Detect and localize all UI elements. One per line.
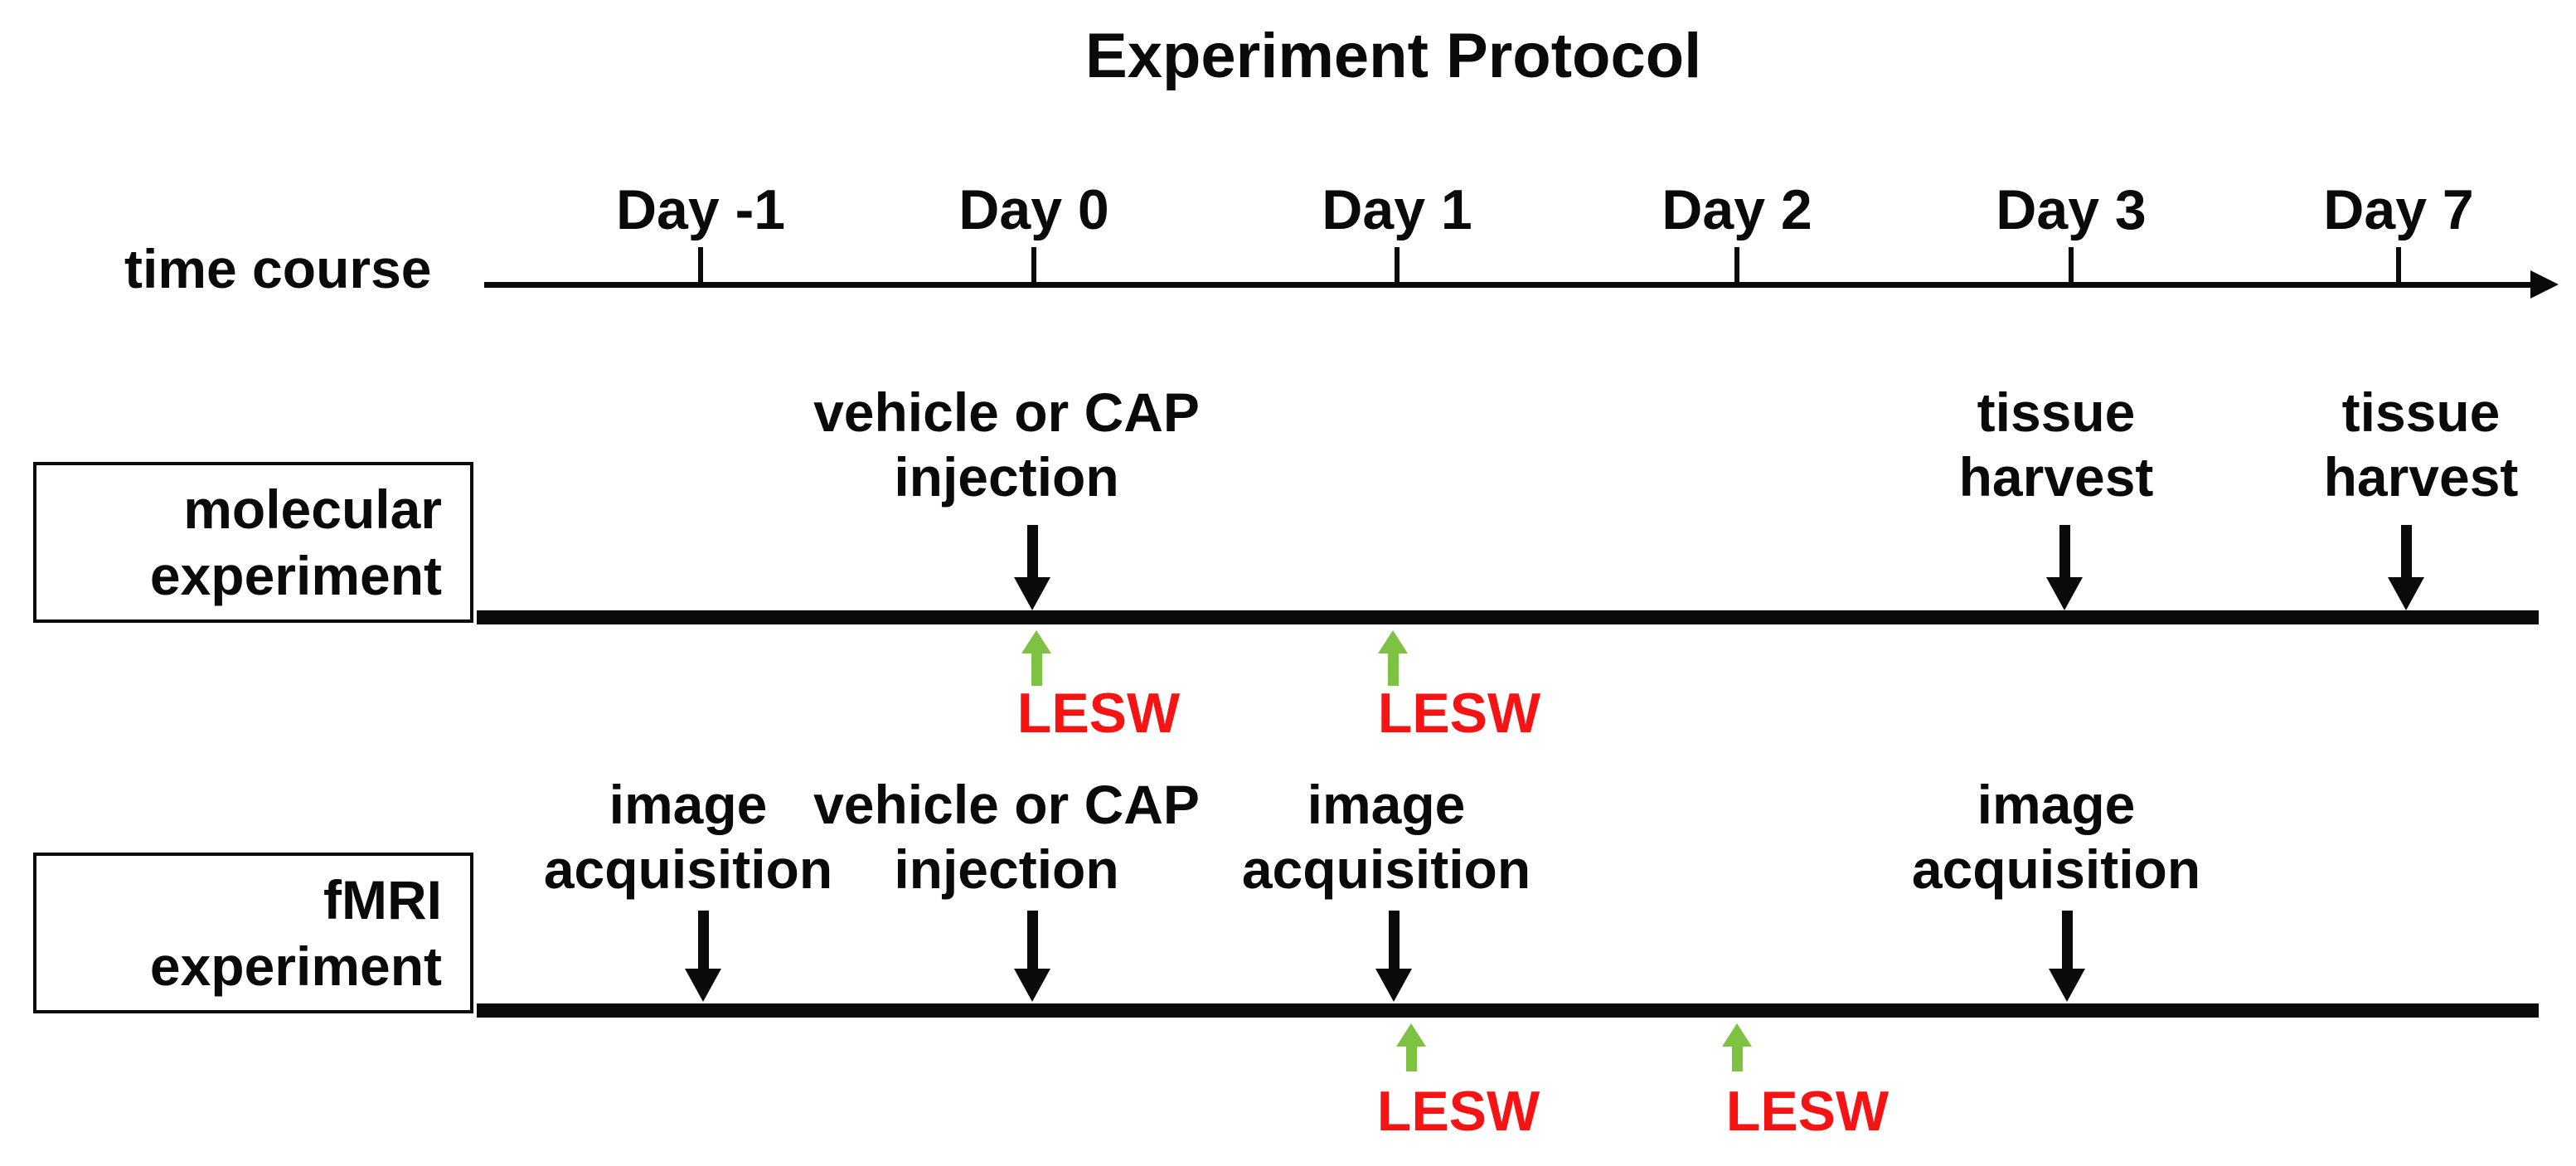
timeline-axis <box>484 282 2535 288</box>
annotation-vehicle-cap-injection-fmri: vehicle or CAP injection <box>813 774 1200 900</box>
molecular-timeline <box>477 610 2539 624</box>
day-label-2: Day 2 <box>1662 178 1812 241</box>
axis-arrowhead-icon <box>2530 270 2559 299</box>
fmri-timeline <box>477 1003 2539 1018</box>
lesw-label: LESW <box>1376 1080 1540 1143</box>
down-arrow-icon <box>2388 525 2424 610</box>
annotation-tissue-harvest-day3: tissue harvest <box>1958 381 2154 508</box>
axis-tick <box>1395 247 1400 282</box>
lesw-label: LESW <box>1016 682 1181 745</box>
down-arrow-icon <box>2049 911 2085 1002</box>
day-label-0: Day 0 <box>958 178 1109 241</box>
fmri-experiment-box: fMRI experiment <box>33 853 473 1013</box>
lesw-label: LESW <box>1725 1080 1890 1143</box>
annotation-image-acquisition-day3: image acquisition <box>1911 774 2201 900</box>
down-arrow-icon <box>1375 911 1412 1002</box>
down-arrow-icon <box>1014 911 1050 1002</box>
lesw-label: LESW <box>1377 682 1541 745</box>
axis-tick <box>2396 247 2401 282</box>
molecular-experiment-box: molecular experiment <box>33 462 473 623</box>
day-label-7: Day 7 <box>2323 178 2474 241</box>
axis-tick <box>1734 247 1739 282</box>
lesw-up-arrow-icon <box>1021 630 1051 686</box>
day-label-1: Day 1 <box>1322 178 1472 241</box>
lesw-up-arrow-icon <box>1722 1023 1752 1071</box>
fmri-row-label-line2: experiment <box>149 935 442 997</box>
lesw-up-arrow-icon <box>1396 1023 1426 1071</box>
axis-tick <box>1031 247 1036 282</box>
axis-tick <box>2069 247 2074 282</box>
annotation-image-acquisition-day1: image acquisition <box>1241 774 1531 900</box>
annotation-tissue-harvest-day7: tissue harvest <box>2323 381 2519 508</box>
day-label-minus1: Day -1 <box>615 178 786 241</box>
axis-tick <box>698 247 703 282</box>
down-arrow-icon <box>2046 525 2083 610</box>
molecular-row-label-line1: molecular <box>183 479 442 540</box>
down-arrow-icon <box>685 911 721 1002</box>
molecular-row-label-line2: experiment <box>149 545 442 606</box>
down-arrow-icon <box>1014 525 1050 610</box>
annotation-vehicle-cap-injection: vehicle or CAP injection <box>813 381 1200 508</box>
annotation-image-acquisition-dayminus1: image acquisition <box>543 774 833 900</box>
fmri-row-label-line1: fMRI <box>323 869 442 930</box>
day-label-3: Day 3 <box>1996 178 2147 241</box>
page-title: Experiment Protocol <box>1085 21 1702 91</box>
lesw-up-arrow-icon <box>1378 630 1408 686</box>
time-course-label: time course <box>124 238 432 299</box>
